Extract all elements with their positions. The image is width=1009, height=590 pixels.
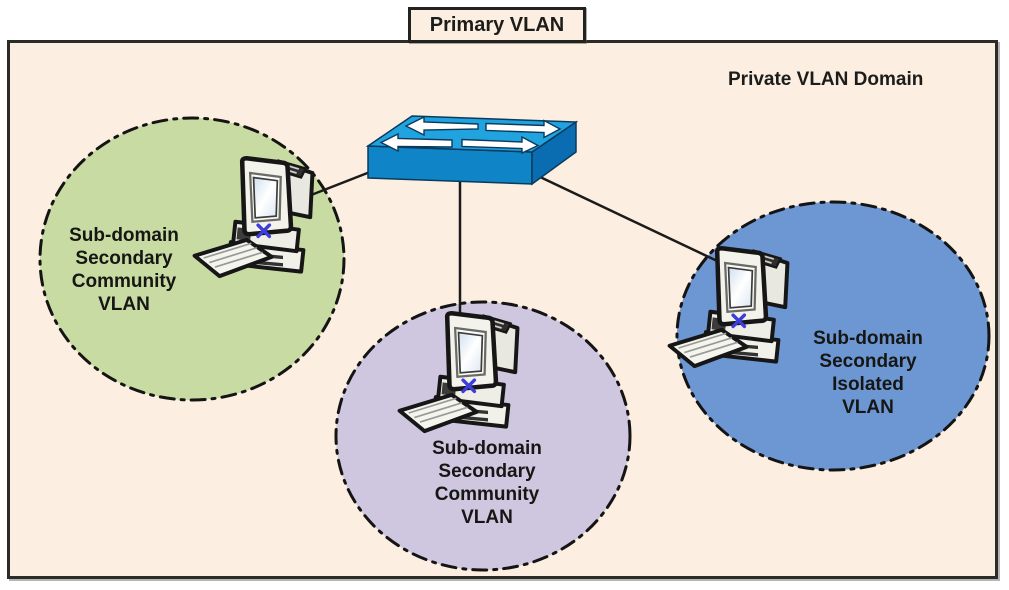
domain-title: Private VLAN Domain (728, 69, 924, 90)
subdomain-label-line: VLAN (842, 397, 894, 418)
switch-arrow-front-left (379, 132, 453, 153)
switch-arrow-back-left (404, 115, 479, 137)
subdomain-label-line: Isolated (832, 374, 904, 395)
primary-vlan-label: Primary VLAN (429, 14, 565, 36)
subdomain-label-line: Sub-domain (69, 225, 179, 246)
subdomain-label-line: Secondary (438, 461, 536, 482)
subdomain-label-line: Community (434, 484, 540, 505)
subdomain-label-line: VLAN (98, 294, 150, 315)
switch-arrow-back-right (485, 119, 562, 139)
switch-arrow-front-right (461, 135, 540, 155)
subdomain-label-line: VLAN (461, 507, 513, 528)
subdomain-label-left: Sub-domain Secondary Community VLAN (40, 224, 208, 316)
subdomain-label-line: Sub-domain (432, 438, 542, 459)
link-switch-to-right-workstation (537, 174, 733, 270)
subdomain-label-center: Sub-domain Secondary Community VLAN (403, 437, 571, 529)
subdomain-label-line: Community (71, 271, 177, 292)
network-switch-icon (365, 115, 579, 186)
subdomain-community-center-circle (334, 300, 632, 572)
primary-vlan-label-box: Primary VLAN (408, 7, 586, 43)
subdomain-label-line: Sub-domain (813, 328, 923, 349)
subdomain-label-line: Secondary (75, 248, 173, 269)
subdomain-label-line: Secondary (819, 351, 917, 372)
subdomain-label-right: Sub-domain Secondary Isolated VLAN (784, 327, 952, 419)
